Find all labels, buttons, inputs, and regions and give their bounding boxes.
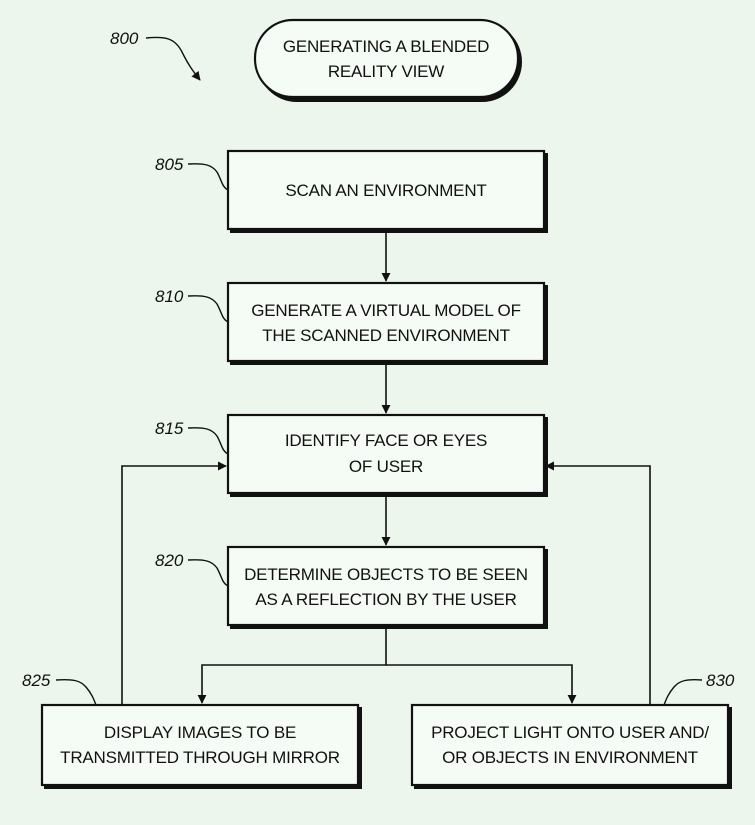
- step-805-ref: 805: [155, 155, 229, 191]
- step-box-825: DISPLAY IMAGES TO BE TRANSMITTED THROUGH…: [40, 703, 362, 789]
- step-805-label: SCAN AN ENVIRONMENT: [285, 181, 486, 200]
- start-terminator: GENERATING A BLENDED REALITY VIEW: [253, 18, 522, 102]
- step-810-leader: [187, 295, 229, 323]
- step-815-ref-label: 815: [155, 419, 184, 438]
- start-label-line2: REALITY VIEW: [328, 62, 444, 81]
- step-825-leader: [55, 678, 97, 706]
- step-815-leader: [187, 427, 229, 455]
- figure-ref: 800: [110, 29, 201, 81]
- step-825-label-line2: TRANSMITTED THROUGH MIRROR: [60, 748, 340, 767]
- step-815-label-line1: IDENTIFY FACE OR EYES: [285, 431, 487, 450]
- step-825-label-line1: DISPLAY IMAGES TO BE: [104, 723, 296, 742]
- step-box-810: GENERATE A VIRTUAL MODEL OF THE SCANNED …: [226, 281, 548, 365]
- step-815-label-line2: OF USER: [349, 457, 423, 476]
- step-825-ref-label: 825: [22, 671, 51, 690]
- step-820-leader: [187, 559, 229, 587]
- step-830-ref-label: 830: [706, 671, 735, 690]
- arrow-820-to-830: [386, 664, 577, 704]
- step-830-label-line2: OR OBJECTS IN ENVIRONMENT: [442, 748, 698, 767]
- step-830-ref: 830: [663, 671, 735, 706]
- step-810-label-line1: GENERATE A VIRTUAL MODEL OF: [251, 301, 521, 320]
- step-box-830: PROJECT LIGHT ONTO USER AND/ OR OBJECTS …: [410, 703, 732, 789]
- step-820-ref: 820: [155, 551, 229, 587]
- step-810-ref: 810: [155, 287, 229, 323]
- figure-ref-arrow: [145, 36, 201, 81]
- step-810-label-line2: THE SCANNED ENVIRONMENT: [262, 326, 510, 345]
- step-805-leader: [187, 163, 229, 191]
- step-820-label-line1: DETERMINE OBJECTS TO BE SEEN: [244, 565, 528, 584]
- start-label-line1: GENERATING A BLENDED: [283, 37, 489, 56]
- step-830-leader: [663, 678, 703, 706]
- step-box-805: SCAN AN ENVIRONMENT: [226, 149, 548, 233]
- step-805-ref-label: 805: [155, 155, 184, 174]
- step-box-820: DETERMINE OBJECTS TO BE SEEN AS A REFLEC…: [226, 545, 548, 629]
- arrow-825-loop-to-815: [121, 461, 227, 705]
- step-825-ref: 825: [22, 671, 97, 706]
- step-810-ref-label: 810: [155, 287, 184, 306]
- arrow-830-loop-to-815: [545, 461, 651, 705]
- step-830-label-line1: PROJECT LIGHT ONTO USER AND/: [431, 723, 709, 742]
- step-815-ref: 815: [155, 419, 229, 455]
- step-820-ref-label: 820: [155, 551, 184, 570]
- figure-ref-label: 800: [110, 29, 139, 48]
- step-box-815: IDENTIFY FACE OR EYES OF USER: [226, 413, 548, 497]
- connectors: [121, 233, 651, 705]
- arrow-820-to-825: [197, 629, 387, 704]
- step-820-label-line2: AS A REFLECTION BY THE USER: [255, 590, 516, 609]
